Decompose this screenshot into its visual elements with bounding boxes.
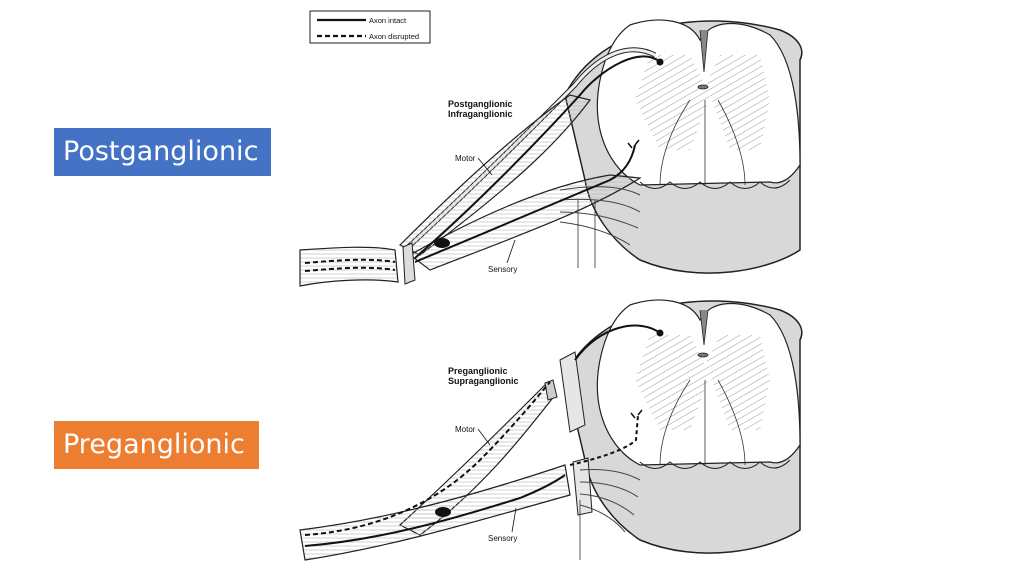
- sensory-fascicle: [408, 174, 642, 271]
- postganglionic-label: Postganglionic: [54, 128, 271, 176]
- central-canal: [697, 352, 709, 358]
- motor-neuron-cell-body: [656, 329, 664, 337]
- drg-cell-body: [434, 238, 450, 248]
- motor-leader-line: [477, 157, 493, 176]
- preganglionic-diagram: Preganglionic Supraganglionic Motor Sens…: [299, 299, 803, 561]
- grey-matter: [635, 55, 770, 150]
- sensory-leader-line: [511, 507, 517, 533]
- sensory-axon-terminal: [627, 139, 640, 149]
- disrupted-axon: [304, 266, 396, 272]
- avulsed-root-stump-ventral: [572, 457, 593, 516]
- diagram-title-line2: Supraganglionic: [448, 376, 519, 386]
- sensory-label: Sensory: [488, 534, 517, 543]
- grey-matter: [635, 335, 770, 430]
- sensory-axon-intact: [304, 474, 566, 547]
- disrupted-axon: [304, 258, 396, 264]
- legend: Axon intact Axon disrupted: [309, 10, 431, 44]
- avulsed-root-stump-dorsal: [559, 351, 586, 433]
- ventral-rootlets: [639, 459, 791, 469]
- diagram-title-line2: Infraganglionic: [448, 109, 513, 119]
- sensory-fascicle: [299, 464, 571, 561]
- preganglionic-label: Preganglionic: [54, 421, 259, 469]
- ventral-rootlets: [639, 179, 791, 189]
- central-canal: [697, 84, 709, 90]
- median-fissure: [699, 29, 709, 73]
- motor-label: Motor: [455, 154, 476, 163]
- sensory-rootlets: [579, 469, 641, 533]
- ventral-column-lines: [659, 379, 746, 466]
- sensory-axon-intact: [414, 144, 636, 263]
- diagram-title-line1: Postganglionic: [448, 99, 513, 109]
- peripheral-nerve-stump: [299, 246, 399, 287]
- postganglionic-diagram: Postganglionic Infraganglionic Motor Sen…: [299, 19, 803, 287]
- legend-axon-intact: Axon intact: [369, 16, 407, 25]
- sensory-leader-line: [506, 239, 516, 264]
- motor-axon-intact: [574, 324, 661, 361]
- sensory-rootlets: [559, 186, 641, 246]
- motor-torn-end: [544, 379, 558, 401]
- motor-axon-disrupted: [304, 381, 551, 536]
- sensory-axon-terminal: [630, 409, 643, 419]
- legend-box: [309, 10, 431, 44]
- motor-leader-line: [477, 428, 491, 446]
- motor-axon-intact: [414, 55, 661, 259]
- motor-neuron-cell-body: [656, 58, 664, 66]
- drg-cell-body: [435, 507, 451, 517]
- legend-axon-disrupted: Axon disrupted: [369, 32, 419, 41]
- sensory-label: Sensory: [488, 265, 517, 274]
- nerve-cut-end: [402, 242, 416, 285]
- ventral-column-lines: [659, 99, 746, 186]
- central-axon-disrupted: [569, 414, 639, 466]
- median-fissure: [699, 309, 709, 346]
- diagram-title-line1: Preganglionic: [448, 366, 508, 376]
- motor-label: Motor: [455, 425, 476, 434]
